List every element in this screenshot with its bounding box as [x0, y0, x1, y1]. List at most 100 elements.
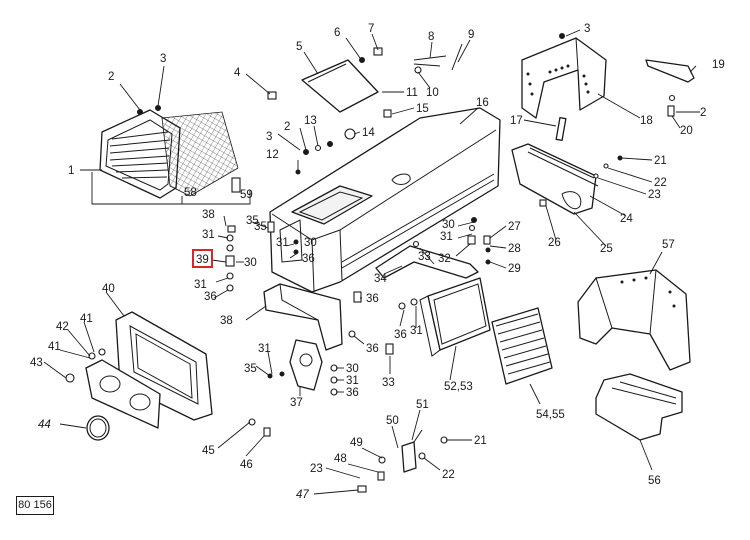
- callout-label: 8: [428, 31, 434, 43]
- callout-label: 25: [600, 243, 613, 255]
- callout-label: 6: [334, 27, 340, 39]
- grille-panel-part: [491, 307, 553, 385]
- callout-label: 2: [284, 121, 290, 133]
- callout-label: 23: [310, 463, 323, 475]
- callout-label: 59: [240, 189, 253, 201]
- callout-label: 31: [276, 237, 289, 249]
- callout-label: 51: [416, 399, 429, 411]
- callout-labels: 1 2 3 4 5 6 7 8 9 10 11 12 13 14 15 16 1…: [30, 23, 725, 501]
- callout-label: 24: [620, 213, 633, 225]
- callout-label: 22: [442, 469, 455, 481]
- callout-label: 41: [80, 313, 93, 325]
- callout-label: 54,55: [536, 409, 565, 421]
- callout-label: 36: [366, 293, 379, 305]
- callout-label: 26: [548, 237, 561, 249]
- rear-fender-part: [521, 37, 607, 119]
- callout-label: 17: [510, 115, 523, 127]
- highlight-box: [192, 249, 213, 268]
- handle-part: [645, 59, 695, 83]
- callout-label: 22: [654, 177, 667, 189]
- callout-label: 30: [442, 219, 455, 231]
- hood-part: [269, 107, 501, 293]
- callout-label: 31: [440, 231, 453, 243]
- callout-label: 9: [468, 29, 474, 41]
- callout-label: 31: [346, 375, 359, 387]
- callout-label: 46: [240, 459, 253, 471]
- callout-label: 1: [68, 165, 74, 177]
- callout-label: 58: [184, 187, 197, 199]
- callout-label: 30: [346, 363, 359, 375]
- callout-label: 4: [234, 67, 241, 79]
- callout-label-highlighted: 39: [196, 254, 209, 266]
- callout-label: 56: [648, 475, 661, 487]
- callout-label: 21: [654, 155, 667, 167]
- callout-label: 15: [416, 103, 429, 115]
- callout-label: 48: [334, 453, 347, 465]
- callout-label: 41: [48, 341, 61, 353]
- callout-label: 3: [266, 131, 272, 143]
- callout-label: 36: [366, 343, 379, 355]
- callout-label: 38: [220, 315, 233, 327]
- callout-label: 2: [700, 107, 706, 119]
- callout-label: 35: [254, 221, 267, 233]
- support-bracket-part: [263, 283, 343, 351]
- callout-label: 11: [406, 87, 418, 99]
- callout-label: 37: [290, 397, 303, 409]
- callout-label: 47: [296, 489, 309, 501]
- callout-label: 14: [362, 127, 375, 139]
- callout-label: 35: [246, 215, 259, 227]
- callout-label: 40: [102, 283, 115, 295]
- callout-label: 49: [350, 437, 363, 449]
- callout-label: 32: [438, 253, 451, 265]
- callout-label: 52,53: [444, 381, 473, 393]
- callout-label: 31: [258, 343, 271, 355]
- callout-label: 30: [244, 257, 257, 269]
- clamp-part: [401, 441, 417, 473]
- callout-label: 31: [410, 325, 423, 337]
- callout-label: 35: [244, 363, 257, 375]
- callout-label: 57: [662, 239, 675, 251]
- lamp-plate-part: [85, 359, 161, 429]
- reference-code: 80 156: [16, 496, 54, 515]
- callout-label: 3: [160, 53, 166, 65]
- callout-label: 44: [38, 419, 51, 431]
- callout-label: 38: [202, 209, 215, 221]
- callout-label: 13: [304, 115, 317, 127]
- callout-label: 34: [374, 273, 387, 285]
- callout-label: 28: [508, 243, 521, 255]
- callout-label: 33: [382, 377, 395, 389]
- mount-plate-part: [289, 339, 323, 391]
- callout-label: 42: [56, 321, 69, 333]
- grille-mesh-part: [161, 111, 239, 197]
- callout-label: 29: [508, 263, 521, 275]
- callout-label: 45: [202, 445, 215, 457]
- callout-label: 33: [418, 251, 431, 263]
- callout-label: 30: [304, 237, 317, 249]
- callout-label: 18: [640, 115, 653, 127]
- callout-label: 19: [712, 59, 725, 71]
- callout-label: 16: [476, 97, 489, 109]
- callout-label: 2: [108, 71, 114, 83]
- callout-label: 50: [386, 415, 399, 427]
- callout-label: 36: [302, 253, 315, 265]
- callout-label: 5: [296, 41, 302, 53]
- callout-label: 3: [584, 23, 590, 35]
- callout-label: 7: [368, 23, 374, 35]
- callout-label: 43: [30, 357, 43, 369]
- clip-part-59: [231, 177, 241, 193]
- callout-label: 10: [426, 87, 439, 99]
- callout-label: 36: [204, 291, 217, 303]
- callout-label: 12: [266, 149, 279, 161]
- front-fender-part: [577, 269, 691, 371]
- callout-label: 36: [394, 329, 407, 341]
- leader-lines: [43, 29, 700, 495]
- footrest-part: [595, 373, 683, 441]
- dash-panel-part: [511, 143, 599, 215]
- callout-label: 21: [474, 435, 487, 447]
- hardware: [65, 33, 676, 493]
- callout-label: 31: [202, 229, 215, 241]
- radiator-frame-part: [419, 277, 491, 357]
- callout-label: 23: [648, 189, 661, 201]
- callout-label: 27: [508, 221, 521, 233]
